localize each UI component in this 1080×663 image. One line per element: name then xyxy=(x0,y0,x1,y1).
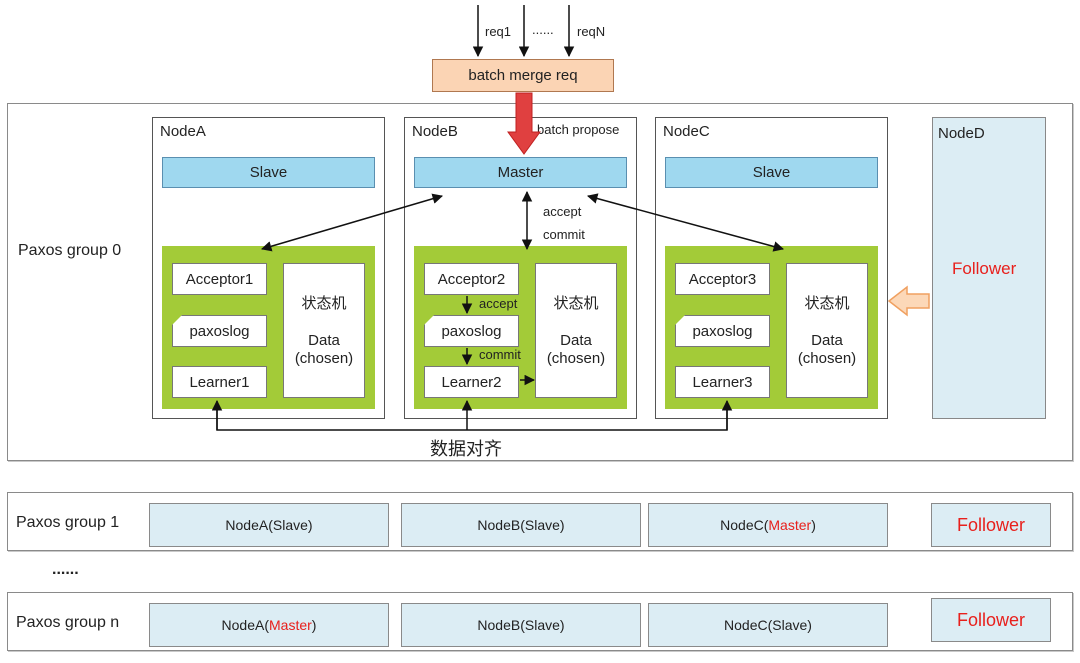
node-a-title: NodeA xyxy=(160,123,206,140)
node-d-name: NodeD xyxy=(938,125,985,142)
node-b-sm-label: 状态机 xyxy=(553,295,599,312)
group-n-label: Paxos group n xyxy=(16,614,120,631)
node-a-learner: Learner1 xyxy=(172,366,267,398)
node-d xyxy=(932,117,1046,419)
node-c-chosen-label: (chosen) xyxy=(797,350,857,367)
group-1-node-a-suffix: ) xyxy=(307,517,313,533)
node-c-title: NodeC xyxy=(663,123,710,140)
group-1-follower-label: Follower xyxy=(956,514,1026,535)
node-b-paxoslog: paxoslog xyxy=(424,315,519,347)
groups-ellipsis: ...... xyxy=(52,561,79,578)
node-a-role-bar: Slave xyxy=(162,157,375,188)
group-n-node-a: NodeA(Master) xyxy=(149,603,389,647)
master-accept-label: accept xyxy=(543,204,582,219)
node-b-acceptor-label: Acceptor2 xyxy=(437,270,506,288)
group-n-node-b-role: Slave xyxy=(524,617,560,633)
batch-merge-label: batch merge req xyxy=(468,67,578,84)
node-c-role: Slave xyxy=(752,164,791,181)
node-c-learner-label: Learner3 xyxy=(692,373,753,391)
reqN-label: reqN xyxy=(577,24,606,39)
group-n-follower-label: Follower xyxy=(956,609,1026,630)
node-a-paxoslog: paxoslog xyxy=(172,315,267,347)
node-a-data-label: Data xyxy=(308,332,340,349)
group-0-label: Paxos group 0 xyxy=(18,242,122,259)
node-c-data-label: Data xyxy=(811,332,843,349)
group-1-node-c-suffix: ) xyxy=(811,517,816,533)
group-n-node-b-suffix: ) xyxy=(559,617,565,633)
node-b-learner: Learner2 xyxy=(424,366,519,398)
node-b-role: Master xyxy=(497,164,544,181)
group-1-node-c: NodeC(Master) xyxy=(648,503,888,547)
group-n-node-a-role: Master xyxy=(269,617,312,633)
node-b-data-label: Data xyxy=(560,332,592,349)
group-1-label: Paxos group 1 xyxy=(16,514,120,531)
node-b-paxoslog-label: paxoslog xyxy=(441,322,502,340)
group-1-node-b: NodeB(Slave) xyxy=(401,503,641,547)
node-c-acceptor-label: Acceptor3 xyxy=(688,270,757,288)
group-n-node-c-role: Slave xyxy=(772,617,808,633)
group-n-node-b: NodeB(Slave) xyxy=(401,603,641,647)
node-b-acceptor: Acceptor2 xyxy=(424,263,519,295)
group-1-node-a: NodeA(Slave) xyxy=(149,503,389,547)
group-1-node-a-prefix: NodeA( xyxy=(225,517,273,533)
batch-merge-box: batch merge req xyxy=(432,59,614,92)
node-a-role: Slave xyxy=(249,164,288,181)
node-a-acceptor-label: Acceptor1 xyxy=(185,270,254,288)
group-n-follower: Follower xyxy=(931,598,1051,642)
data-align-connector xyxy=(216,402,728,431)
group-n-node-b-prefix: NodeB( xyxy=(477,617,525,633)
node-a-acceptor: Acceptor1 xyxy=(172,263,267,295)
node-b-state-machine: 状态机 Data (chosen) xyxy=(535,263,617,398)
node-a-state-machine: 状态机 Data (chosen) xyxy=(283,263,365,398)
node-d-role: Follower xyxy=(952,259,1017,278)
data-align-label: 数据对齐 xyxy=(430,439,502,459)
group-1-node-a-role: Slave xyxy=(272,517,308,533)
group-1-follower: Follower xyxy=(931,503,1051,547)
group-n-node-a-suffix: ) xyxy=(311,617,317,633)
node-a-paxoslog-label: paxoslog xyxy=(189,322,250,340)
node-c-sm-label: 状态机 xyxy=(804,295,850,312)
node-c-paxoslog: paxoslog xyxy=(675,315,770,347)
req-ellipsis: ...... xyxy=(532,22,554,37)
node-a-sm-label: 状态机 xyxy=(301,295,347,312)
group-1-node-b-suffix: ) xyxy=(559,517,565,533)
group-1-node-b-role: Slave xyxy=(524,517,560,533)
group-1-node-b-prefix: NodeB( xyxy=(477,517,525,533)
batch-propose-arrow xyxy=(507,92,541,155)
node-b-learner-label: Learner2 xyxy=(441,373,502,391)
node-c-learner: Learner3 xyxy=(675,366,770,398)
req1-label: req1 xyxy=(485,24,512,39)
node-c-state-machine: 状态机 Data (chosen) xyxy=(786,263,868,398)
batch-propose-label: batch propose xyxy=(537,122,620,137)
node-b-chosen-label: (chosen) xyxy=(546,350,606,367)
group-n-node-c: NodeC(Slave) xyxy=(648,603,888,647)
node-b-role-bar: Master xyxy=(414,157,627,188)
node-c-paxoslog-label: paxoslog xyxy=(692,322,753,340)
inner-commit-label: commit xyxy=(479,347,521,362)
inner-accept-label: accept xyxy=(479,296,518,311)
follower-sync-arrow xyxy=(887,285,930,317)
group-n-node-a-prefix: NodeA( xyxy=(221,617,269,633)
group-n-node-c-suffix: ) xyxy=(807,617,812,633)
node-c-role-bar: Slave xyxy=(665,157,878,188)
node-b-title: NodeB xyxy=(412,123,458,140)
group-1-node-c-role: Master xyxy=(768,517,812,533)
node-a-learner-label: Learner1 xyxy=(189,373,250,391)
node-c-acceptor: Acceptor3 xyxy=(675,263,770,295)
master-commit-label: commit xyxy=(543,227,585,242)
group-n-node-c-prefix: NodeC( xyxy=(724,617,773,633)
group-1-node-c-prefix: NodeC( xyxy=(720,517,769,533)
master-to-node-a-arrow xyxy=(260,193,444,252)
node-a-chosen-label: (chosen) xyxy=(294,350,354,367)
master-to-node-c-arrow xyxy=(586,193,785,252)
